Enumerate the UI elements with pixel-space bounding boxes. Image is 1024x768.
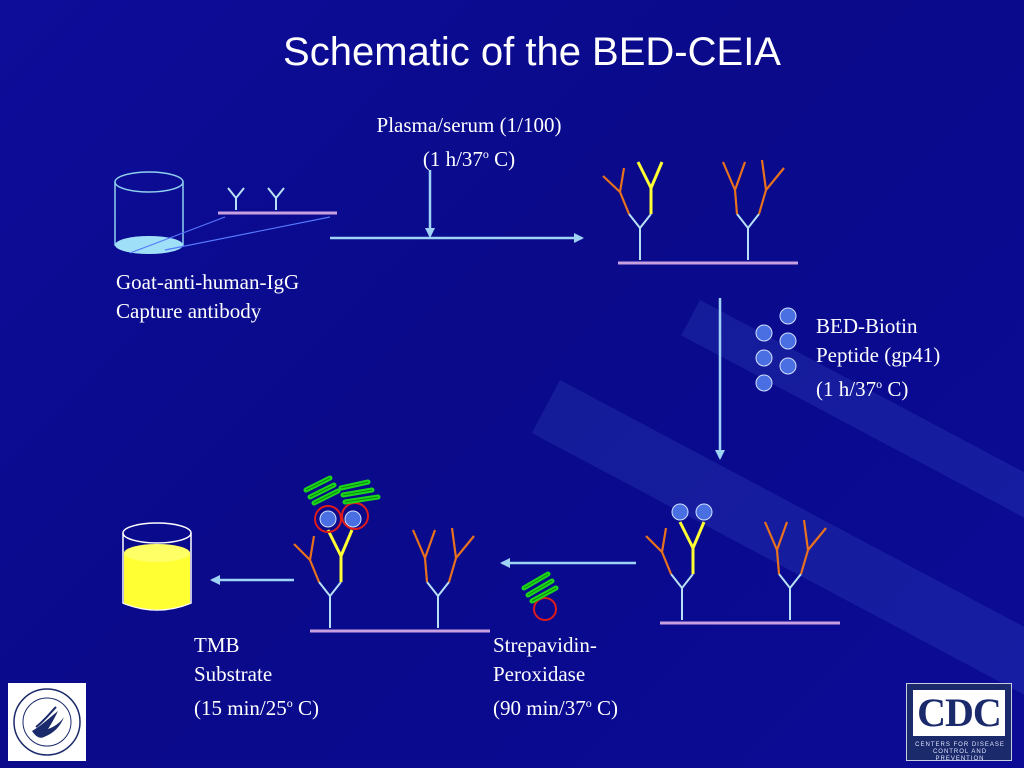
- strep-line2: Peroxidase: [493, 662, 586, 686]
- bed-line2: Peptide (gp41): [816, 343, 941, 367]
- strep-unit: C): [591, 696, 618, 720]
- strep-line3: (90 min/37o C): [493, 689, 618, 723]
- hhs-logo: [8, 683, 86, 761]
- beaker-empty: [114, 171, 184, 254]
- bed-line3: (1 h/37o C): [816, 370, 940, 404]
- tmb-line3-text: (15 min/25: [194, 696, 287, 720]
- bed-unit: C): [882, 377, 909, 401]
- slide-title: Schematic of the BED-CEIA: [283, 30, 781, 74]
- biotin-peptides: [755, 307, 797, 392]
- hhs-eagle-icon: [13, 688, 81, 756]
- plate-with-conjugate: [293, 475, 490, 633]
- capture-line2: Capture antibody: [116, 299, 262, 323]
- plasma-line2: (1 h/37o C): [330, 140, 608, 174]
- capture-plate: [218, 187, 337, 215]
- cdc-wordmark: CDC: [913, 690, 1005, 736]
- bed-label: BED-Biotin Peptide (gp41) (1 h/37o C): [816, 312, 940, 404]
- capture-line1: Goat-anti-human-IgG: [116, 270, 300, 294]
- cdc-tagline: CENTERS FOR DISEASE CONTROL AND PREVENTI…: [915, 742, 1005, 762]
- strep-line1: Strepavidin-: [493, 633, 597, 657]
- streptavidin-peroxidase: [521, 571, 559, 621]
- bed-line1: BED-Biotin: [816, 314, 918, 338]
- bed-line3-text: (1 h/37: [816, 377, 877, 401]
- strep-label: Strepavidin- Peroxidase (90 min/37o C): [493, 631, 618, 723]
- strep-degree: o: [585, 696, 592, 710]
- tmb-unit: C): [292, 696, 319, 720]
- plasma-unit: C): [488, 147, 516, 171]
- plasma-degree: o: [482, 147, 489, 161]
- tmb-label: TMB Substrate (15 min/25o C): [194, 631, 319, 723]
- tmb-line1: TMB: [194, 633, 240, 657]
- plasma-line2-text: (1 h/37: [422, 147, 483, 171]
- plasma-label: Plasma/serum (1/100) (1 h/37o C): [330, 111, 608, 174]
- plate-with-peptide: [645, 503, 840, 625]
- tmb-line3: (15 min/25o C): [194, 689, 319, 723]
- tmb-line2: Substrate: [194, 662, 273, 686]
- capture-label: Goat-anti-human-IgG Capture antibody: [116, 268, 299, 326]
- tmb-degree: o: [286, 696, 293, 710]
- strep-line3-text: (90 min/37: [493, 696, 586, 720]
- cdc-logo: CDC CENTERS FOR DISEASE CONTROL AND PREV…: [906, 683, 1012, 762]
- beaker-substrate: [122, 522, 192, 611]
- plate-after-serum: [602, 159, 798, 265]
- bed-degree: o: [876, 377, 883, 391]
- plasma-line1: Plasma/serum (1/100): [376, 113, 562, 137]
